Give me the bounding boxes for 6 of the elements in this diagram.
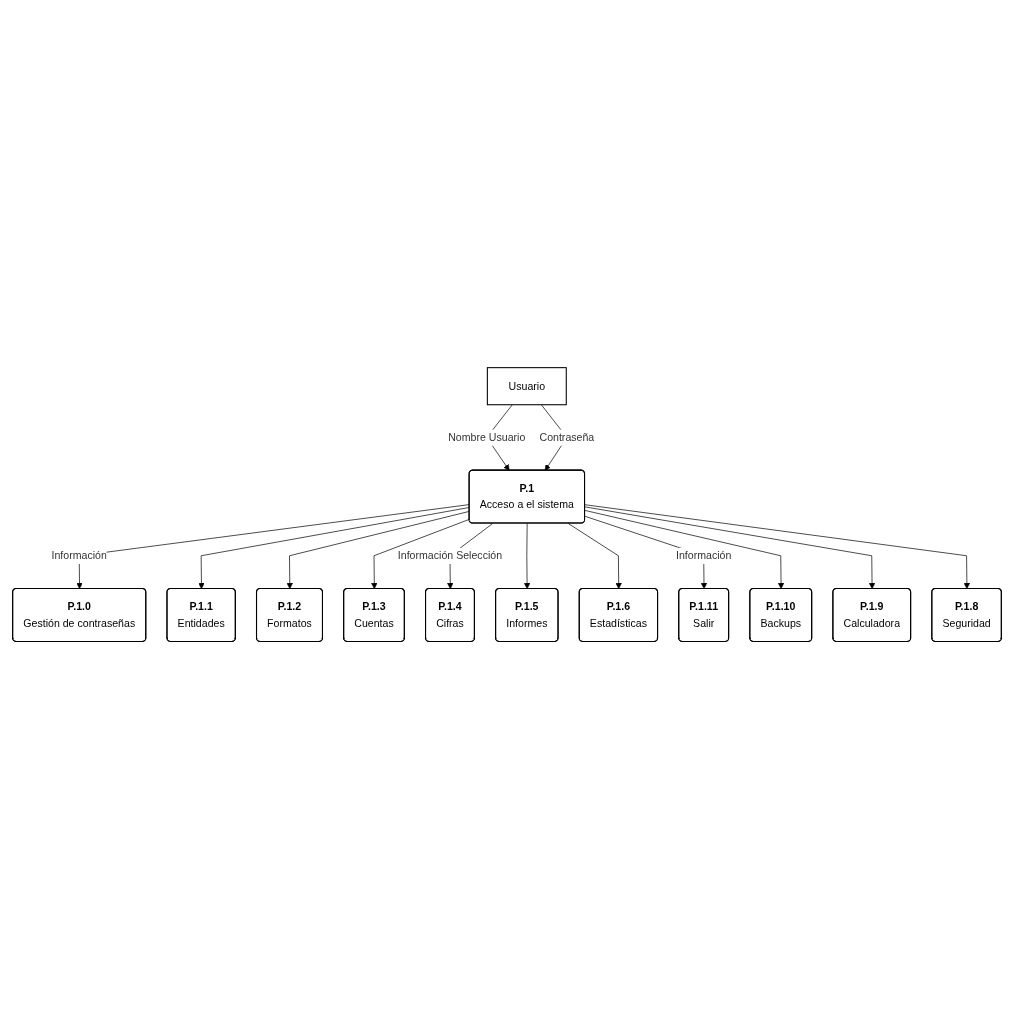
edge-label: Nombre Usuario [447, 430, 525, 443]
edge-label: Contraseña [538, 430, 594, 443]
node-box: Usuario [486, 367, 567, 406]
edge-label: Información [675, 549, 731, 562]
edge-label: Información Selección [397, 549, 502, 562]
edge-label: Información [51, 549, 107, 562]
